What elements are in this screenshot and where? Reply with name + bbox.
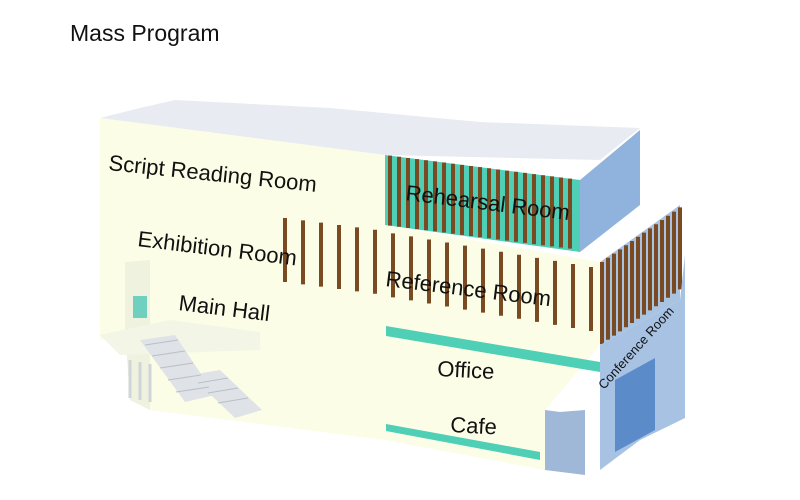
diagram-title: Mass Program	[70, 20, 220, 46]
stairs	[140, 335, 262, 418]
terrace-slab	[100, 320, 260, 355]
stair-treads	[144, 339, 249, 404]
office-window-strip	[386, 326, 600, 372]
cafe-window-strip	[386, 424, 540, 460]
side-fins	[600, 207, 682, 344]
label-office: Office	[437, 356, 495, 384]
rehearsal-block-side	[580, 130, 640, 252]
columns	[128, 360, 152, 402]
rehearsal-fins	[388, 155, 572, 249]
roof	[100, 100, 640, 160]
reference-fins	[283, 218, 593, 332]
conference-window	[615, 358, 655, 452]
window-left	[133, 296, 147, 318]
cafe-entrance	[545, 410, 585, 475]
label-cafe: Cafe	[450, 412, 498, 439]
